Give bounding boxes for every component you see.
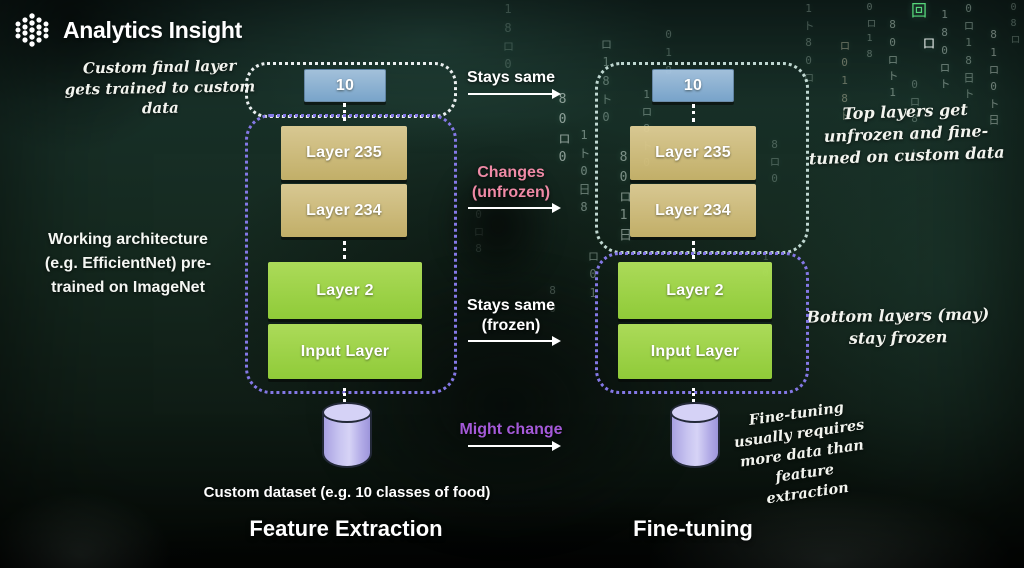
ft-dataset-cylinder-icon: [670, 402, 722, 472]
fe-connector-dots-middle: [343, 241, 346, 259]
rain-column: 180ロト: [938, 8, 951, 94]
rain-column: 0ロ18: [864, 2, 875, 65]
fe-dataset-cylinder-icon: [322, 402, 374, 472]
ft-connector-dots-top: [692, 104, 695, 122]
flow-label: Changes (unfrozen): [471, 164, 551, 201]
feature-extraction-title: Feature Extraction: [249, 516, 443, 541]
annotation-top-layers: Top layers get unfrozen and fine- tuned …: [808, 99, 1005, 169]
cylinder-top: [670, 402, 720, 423]
rain-column: 18ロ0: [501, 2, 515, 76]
annotation-working-architecture: Working architecture (e.g. EfficientNet)…: [44, 231, 212, 296]
rain-column: 0ロ8: [472, 208, 485, 260]
annotation-custom-final-layer: Custom final layer gets trained to custo…: [64, 56, 256, 118]
dataset-caption: Custom dataset (e.g. 10 classes of food): [203, 484, 491, 501]
ft-layer-234-box: Layer 234: [630, 184, 756, 237]
flow-label: Stays same (frozen): [466, 297, 556, 334]
right-arrow-icon: [468, 203, 561, 214]
ft-connector-dots-bottom: [692, 388, 695, 402]
annotation-bottom-layers: Bottom layers (may) stay frozen: [806, 304, 990, 348]
cylinder-top: [322, 402, 372, 423]
ft-frozen-group-border: [595, 252, 809, 394]
rain-column: ロ: [920, 36, 936, 55]
fe-input-layer-box: Input Layer: [268, 324, 422, 379]
annotation-fine-tuning-data: Fine-tuning usually requires more data t…: [732, 398, 866, 508]
flow-stays-same-frozen: Stays same (frozen): [451, 296, 571, 347]
fe-connector-dots-bottom: [343, 388, 346, 402]
rain-column: 0ロ18日ト: [962, 2, 975, 104]
rain-column: 回: [908, 2, 927, 23]
ft-layer-235-box: Layer 235: [630, 126, 756, 180]
fe-layer-234-box: Layer 234: [281, 184, 407, 237]
right-arrow-icon: [468, 88, 561, 99]
fe-output-layer-box: 10: [304, 69, 386, 102]
rain-column: 80ロト1: [886, 18, 899, 104]
flow-label: Stays same: [466, 69, 556, 86]
ft-connector-dots-middle: [692, 241, 695, 259]
flow-might-change: Might change: [451, 420, 571, 451]
analytics-insight-logo-icon: [15, 13, 49, 47]
fine-tuning-title: Fine-tuning: [633, 516, 753, 541]
ft-output-layer-box: 10: [652, 69, 734, 102]
rain-column: 80ロ0: [555, 92, 570, 170]
rain-column: 1ト0日8: [577, 128, 591, 219]
ft-layer-2-box: Layer 2: [618, 262, 772, 319]
flow-stays-same-top: Stays same: [451, 68, 571, 99]
fe-layer-235-box: Layer 235: [281, 126, 407, 180]
fe-frozen-group-border: [245, 114, 457, 394]
flow-label: Might change: [459, 421, 563, 438]
brand: Analytics Insight: [12, 11, 242, 49]
brand-name: Analytics Insight: [63, 16, 242, 43]
fe-connector-dots-top: [343, 103, 346, 121]
rain-column: 08ロ: [1008, 2, 1019, 49]
flow-changes-unfrozen: Changes (unfrozen): [451, 163, 571, 214]
fe-layer-2-box: Layer 2: [268, 262, 422, 319]
right-arrow-icon: [468, 440, 561, 451]
ft-input-layer-box: Input Layer: [618, 324, 772, 379]
right-arrow-icon: [468, 336, 561, 347]
